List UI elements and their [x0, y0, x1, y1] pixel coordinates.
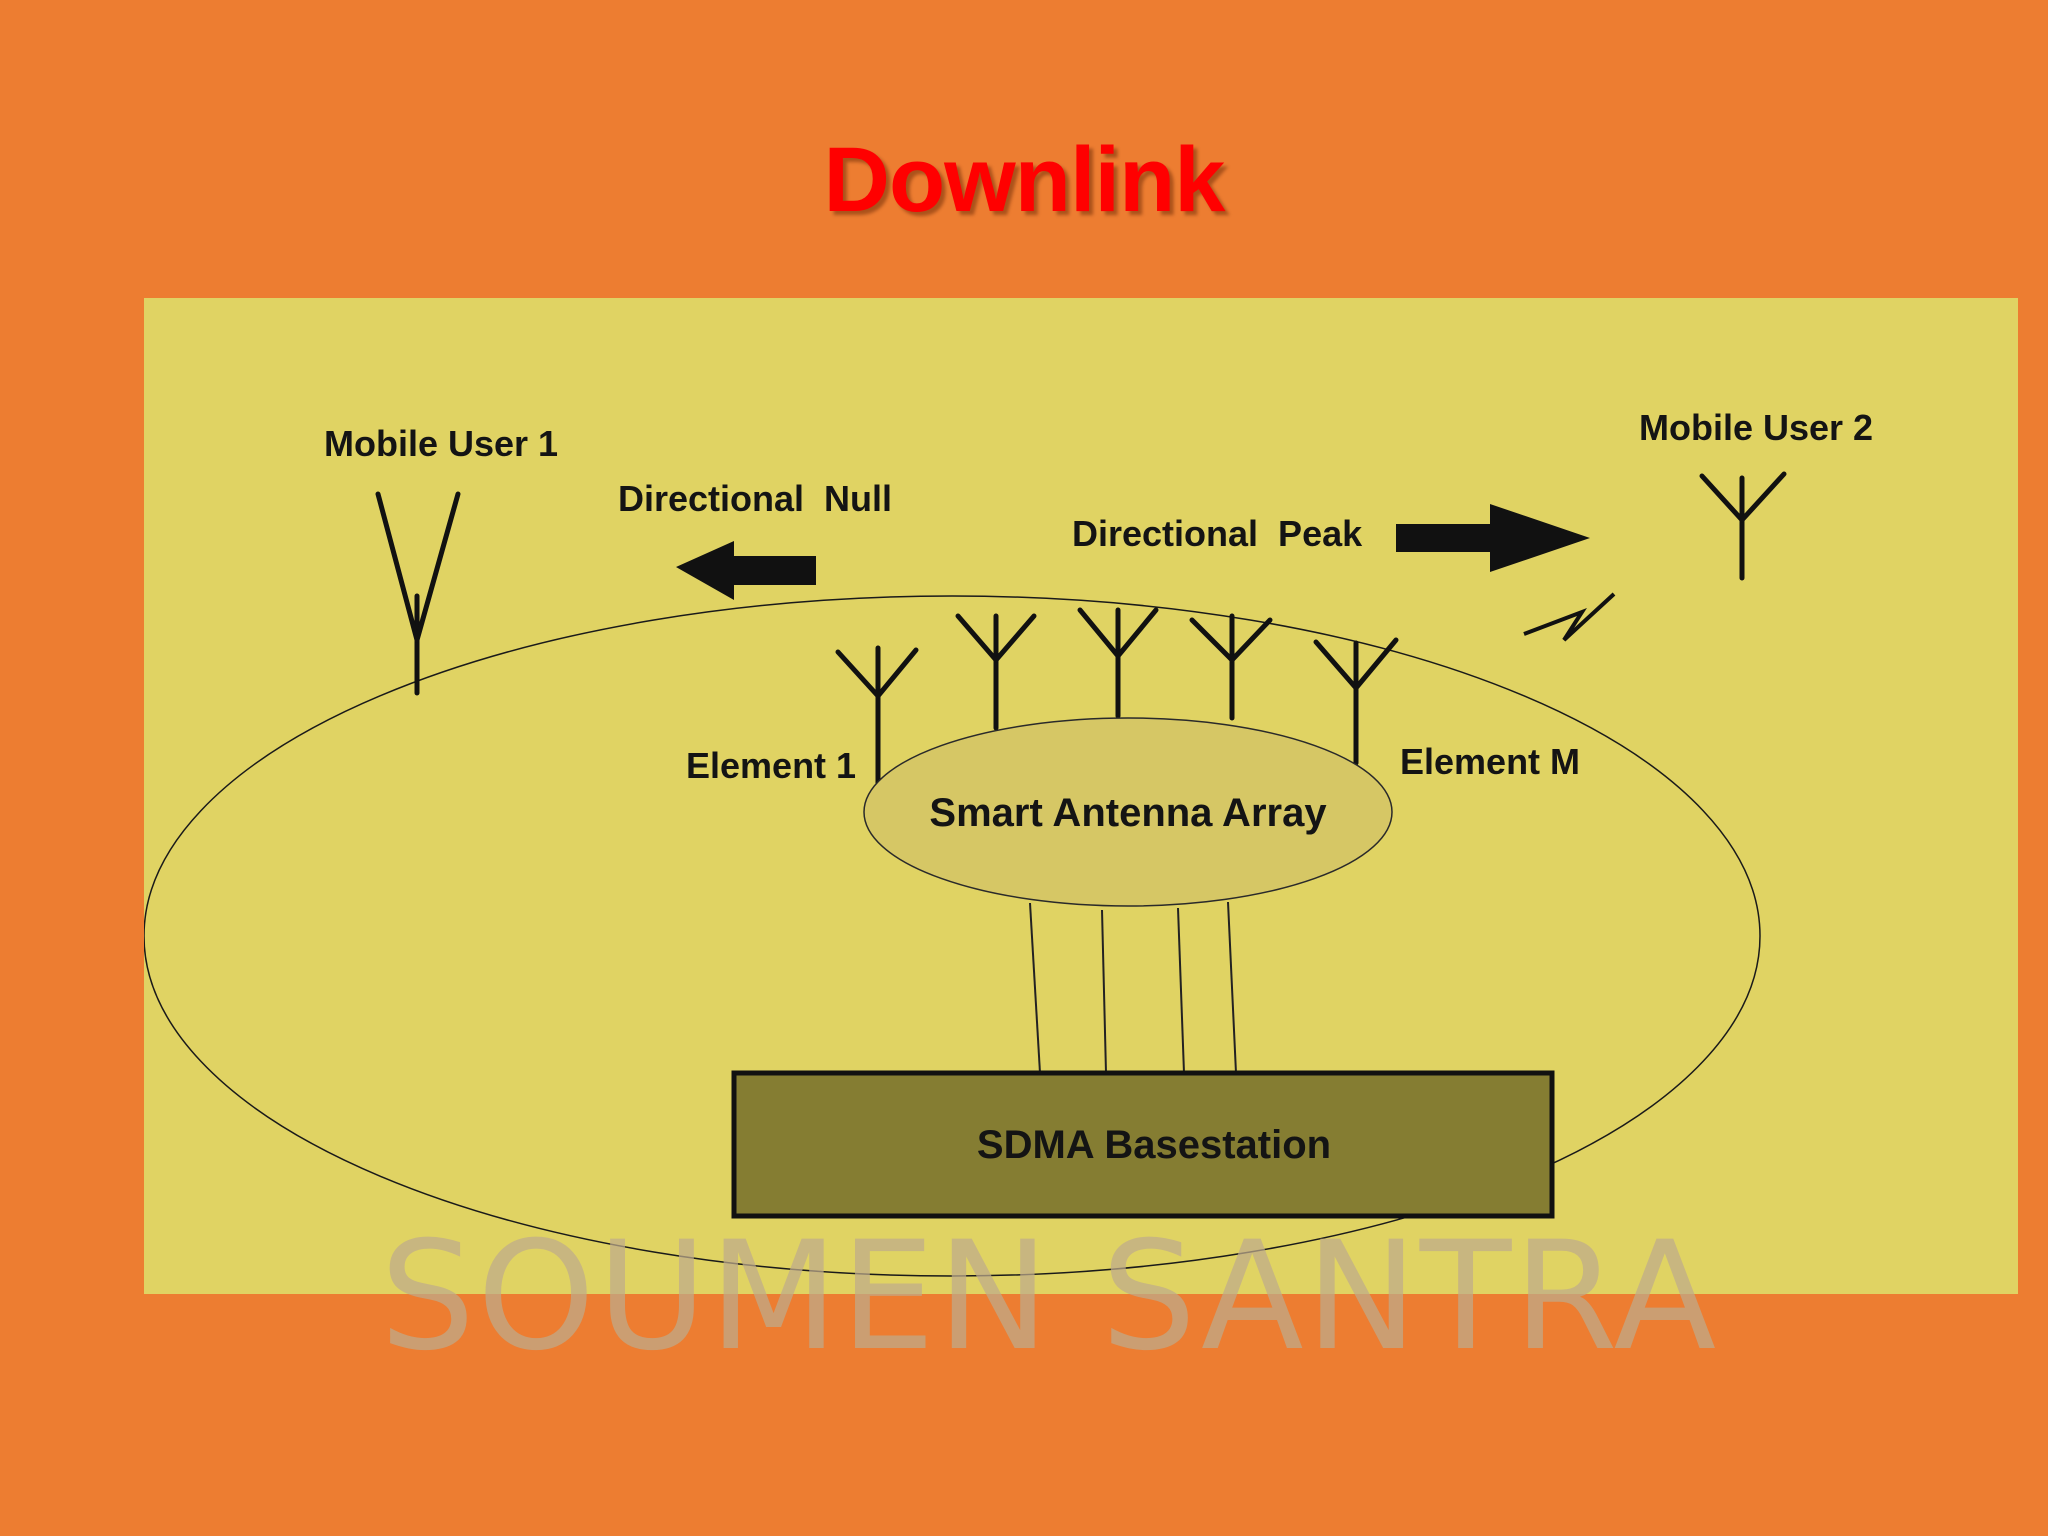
directional-null-label: Directional Null — [618, 478, 892, 519]
lightning-icon — [1523, 592, 1616, 642]
smart-antenna-array-label: Smart Antenna Array — [929, 791, 1327, 835]
smart-antenna-array-ellipse — [863, 717, 1393, 907]
directional-peak-label: Directional Peak — [1072, 513, 1363, 554]
sdma-basestation-label: SDMA Basestation — [977, 1123, 1331, 1167]
element-2-antenna-icon — [955, 613, 1037, 731]
directional-peak-arrow-right-icon — [1396, 504, 1590, 572]
element-1-antenna-icon — [835, 645, 919, 786]
slide-title: Downlink — [823, 129, 1226, 231]
mobile-user-1-antenna-icon — [375, 491, 461, 696]
mobile-user-2-antenna-icon — [1699, 471, 1787, 581]
sdma-downlink-diagram: Mobile User 1 Mobile User 2 Directional … — [144, 407, 1873, 1277]
element-4-antenna-icon — [1189, 613, 1273, 721]
feed-lines — [1029, 901, 1237, 1074]
mobile-user-2-label: Mobile User 2 — [1639, 407, 1873, 448]
array-antennas — [835, 607, 1399, 786]
element-m-antenna-icon — [1313, 637, 1399, 766]
element-m-label: Element M — [1400, 741, 1580, 782]
directional-null-arrow-left-icon — [676, 541, 816, 600]
mobile-user-1-label: Mobile User 1 — [324, 423, 558, 464]
element-1-label: Element 1 — [686, 745, 856, 786]
coverage-ellipse — [144, 595, 1761, 1277]
element-3-antenna-icon — [1077, 607, 1159, 719]
watermark: SOUMEN SANTRA — [379, 1210, 1719, 1384]
sdma-basestation-box — [731, 1070, 1555, 1219]
